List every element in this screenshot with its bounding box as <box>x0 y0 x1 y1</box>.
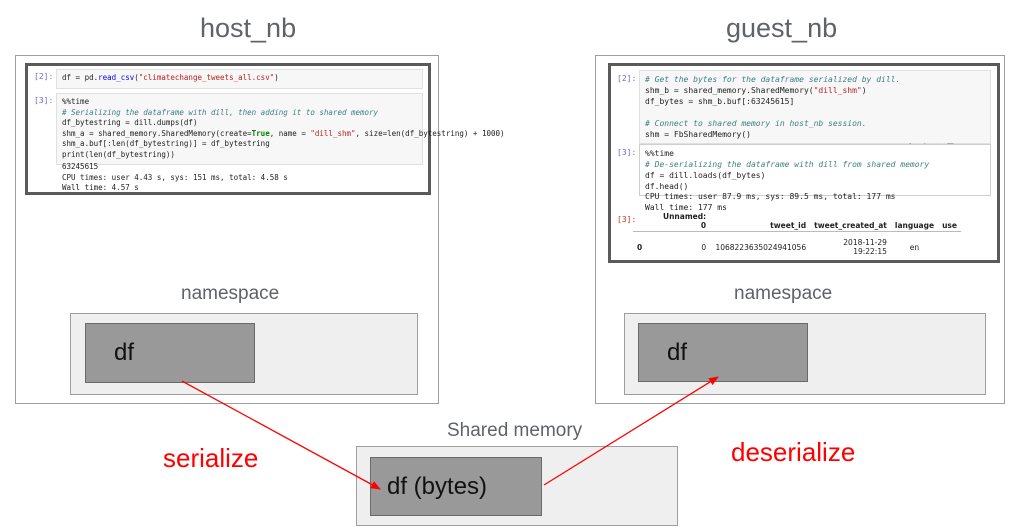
table-header: use <box>938 211 961 232</box>
host-df-variable: df <box>85 323 255 383</box>
guest-cell1-prompt: [2]: <box>617 74 637 83</box>
guest-cell2-output: CPU times: user 87.9 ms, sys: 89.5 ms, t… <box>645 192 896 212</box>
table-cell: 0 <box>637 242 643 252</box>
host-cell2-code: %%time # Serializing the dataframe with … <box>56 93 505 165</box>
shared-df-bytes: df (bytes) <box>370 457 542 516</box>
host-cell1-code: df = pd.read_csv("climatechange_tweets_a… <box>56 69 423 89</box>
guest-notebook-screenshot: [2]: # Get the bytes for the dataframe s… <box>608 63 1000 263</box>
host-title: host_nb <box>200 13 297 43</box>
table-cell: 2018-11-29 19:22:15 <box>843 238 887 256</box>
host-cell1-prompt: [2]: <box>34 72 54 81</box>
serialize-label: serialize <box>163 443 259 473</box>
shared-memory-label: Shared memory <box>447 420 583 441</box>
table-cell: 1068223635024941056 <box>715 242 807 252</box>
guest-table-prompt: [3]: <box>617 215 637 224</box>
table-cell <box>938 232 961 259</box>
guest-df-variable: df <box>638 323 808 382</box>
table-row: 0 0 1068223635024941056 2018-11-29 19:22… <box>633 232 961 259</box>
table-cell: en <box>909 242 920 252</box>
table-header: Unnamed: 0 <box>659 211 711 232</box>
table-cell: 0 <box>701 242 707 252</box>
guest-namespace-label: namespace <box>734 283 833 304</box>
deserialize-label: deserialize <box>731 437 856 467</box>
table-header: tweet_id <box>710 211 811 232</box>
guest-title: guest_nb <box>726 13 838 43</box>
host-cell2-output: 63245615 CPU times: user 4.43 s, sys: 15… <box>62 162 288 192</box>
host-namespace-label: namespace <box>181 283 280 304</box>
table-header-row: Unnamed: 0 tweet_id tweet_created_at lan… <box>633 211 961 232</box>
host-cell2-prompt: [3]: <box>34 96 54 105</box>
table-header: tweet_created_at <box>810 211 891 232</box>
guest-cell1-code: # Get the bytes for the dataframe serial… <box>639 70 991 144</box>
guest-cell2-code: %%time # De-serializing the dataframe wi… <box>639 144 991 196</box>
guest-cell2-prompt: [3]: <box>617 148 637 157</box>
dataframe-head-table: Unnamed: 0 tweet_id tweet_created_at lan… <box>633 211 961 258</box>
table-header <box>633 211 659 232</box>
table-header: language <box>890 211 939 232</box>
host-notebook-screenshot: [2]: df = pd.read_csv("climatechange_twe… <box>25 63 505 195</box>
